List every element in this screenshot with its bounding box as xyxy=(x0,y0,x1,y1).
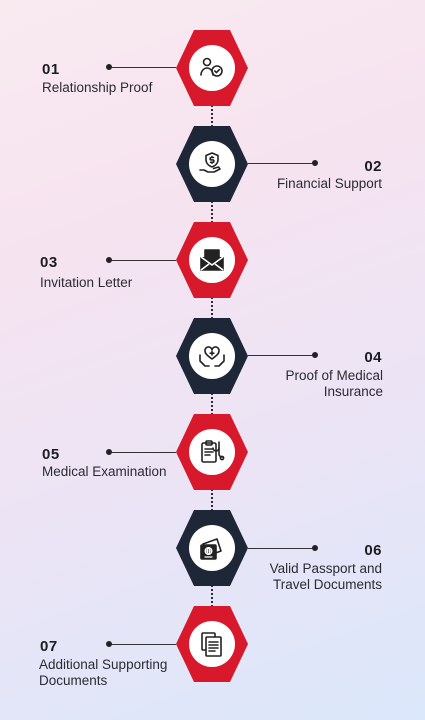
step-01-number: 01 xyxy=(42,61,60,78)
step-05-connector xyxy=(110,452,176,453)
step-07-label: Additional Supporting Documents xyxy=(39,657,168,688)
step-02-connector xyxy=(248,163,314,164)
step-06-dot xyxy=(312,545,318,551)
step-05-number: 05 xyxy=(42,446,60,463)
step-02-dot xyxy=(312,160,318,166)
verified-person-icon xyxy=(189,45,235,91)
heart-hands-icon xyxy=(189,333,235,379)
step-07-connector xyxy=(110,644,176,645)
step-05-label: Medical Examination xyxy=(42,464,167,479)
step-04-label: Proof of Medical Insurance xyxy=(285,368,383,399)
step-07-dot xyxy=(106,641,112,647)
step-02-number: 02 xyxy=(364,158,382,175)
step-04-dot xyxy=(312,352,318,358)
step-06-connector xyxy=(248,548,314,549)
passport-icon xyxy=(189,525,235,571)
step-01-label: Relationship Proof xyxy=(42,80,153,95)
step-06-number: 06 xyxy=(364,542,382,559)
step-03-connector xyxy=(110,260,176,261)
step-04-connector xyxy=(248,355,314,356)
step-01-dot xyxy=(106,64,112,70)
step-03-label: Invitation Letter xyxy=(40,275,133,290)
step-02-label: Financial Support xyxy=(276,176,382,191)
step-03-number: 03 xyxy=(40,254,58,271)
step-05-dot xyxy=(106,449,112,455)
documents-icon xyxy=(189,621,235,667)
step-03-dot xyxy=(106,257,112,263)
step-06-label: Valid Passport and Travel Documents xyxy=(269,561,382,592)
step-07-number: 07 xyxy=(40,638,58,655)
envelope-icon xyxy=(189,237,235,283)
money-hand-icon xyxy=(189,141,235,187)
step-01-connector xyxy=(110,67,176,68)
step-04-number: 04 xyxy=(364,349,382,366)
clipboard-stethoscope-icon xyxy=(189,429,235,475)
